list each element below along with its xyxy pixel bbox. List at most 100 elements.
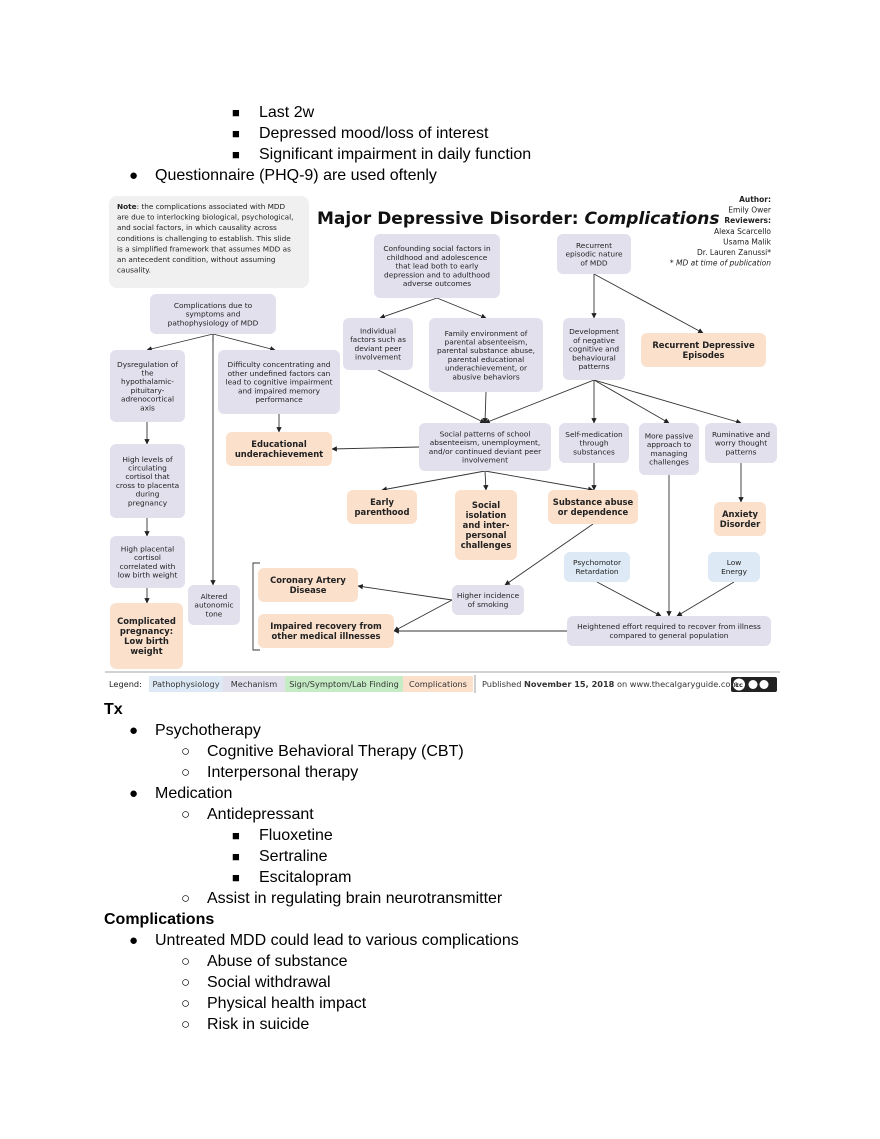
- arrow: [377, 369, 486, 424]
- cc-circle: [733, 678, 745, 691]
- list-item: Untreated MDD could lead to various comp…: [155, 932, 519, 949]
- arrow: [436, 297, 487, 319]
- circle-bullet-icon: ○: [181, 974, 191, 991]
- square-bullet-icon: ■: [232, 147, 240, 162]
- circle-bullet-icon: ○: [181, 764, 191, 781]
- legend-item: Complications: [409, 679, 467, 689]
- social_patterns-node: [419, 423, 551, 471]
- list-item: Psychotherapy: [155, 722, 261, 739]
- published-text: Published November 15, 2018 on www.theca…: [482, 679, 738, 689]
- psychomotor-node: [564, 552, 630, 582]
- disc-bullet-icon: ●: [129, 785, 139, 802]
- square-bullet-icon: ■: [232, 849, 240, 864]
- circle-bullet-icon: ○: [181, 995, 191, 1012]
- list-item: Last 2w: [259, 104, 315, 121]
- difficulty-node: [218, 350, 340, 414]
- placental-node: [110, 536, 185, 588]
- arrow: [212, 333, 276, 352]
- arrow: [483, 470, 489, 491]
- arrow: [357, 584, 453, 601]
- arrow: [331, 446, 420, 452]
- impaired-node: [258, 614, 394, 648]
- self_med-node: [559, 423, 629, 463]
- list-item: Significant impairment in daily function: [259, 146, 532, 163]
- arrow: [504, 523, 594, 586]
- cad-node: [258, 568, 358, 602]
- anxiety-node: [714, 502, 766, 536]
- disc-bullet-icon: ●: [129, 932, 139, 949]
- cc-badge-dot: [748, 680, 758, 689]
- list-item: Antidepressant: [207, 806, 314, 823]
- list-item: Sertraline: [259, 848, 328, 865]
- arrow: [484, 470, 594, 492]
- low_energy-node: [708, 552, 760, 582]
- arrow: [593, 379, 670, 424]
- legend-item: Pathophysiology: [152, 679, 219, 689]
- smoking-node: [452, 585, 524, 615]
- arrow: [676, 581, 735, 617]
- complications-node: [150, 294, 276, 334]
- development-node: [563, 318, 625, 380]
- circle-bullet-icon: ○: [181, 743, 191, 760]
- pregnancy-node: [110, 603, 183, 669]
- arrow: [393, 599, 453, 632]
- note-box: [109, 196, 309, 288]
- isolation-node: [455, 490, 517, 560]
- arrow: [593, 379, 742, 425]
- early_parent-node: [347, 490, 417, 524]
- passive-node: [639, 423, 699, 475]
- list-item: Depressed mood/loss of interest: [259, 125, 489, 142]
- effort-node: [567, 616, 771, 646]
- confounding-node: [374, 234, 500, 298]
- arrow: [484, 379, 595, 424]
- recurrent_nature-node: [557, 234, 631, 274]
- circle-bullet-icon: ○: [181, 1016, 191, 1033]
- square-bullet-icon: ■: [232, 126, 240, 141]
- square-bullet-icon: ■: [232, 870, 240, 885]
- legend-item: Sign/Symptom/Lab Finding: [289, 679, 399, 689]
- disc-bullet-icon: ●: [129, 167, 139, 184]
- arrow: [379, 297, 438, 319]
- square-bullet-icon: ■: [232, 828, 240, 843]
- list-item: Cognitive Behavioral Therapy (CBT): [207, 743, 464, 760]
- list-item: Abuse of substance: [207, 953, 348, 970]
- list-item: Escitalopram: [259, 869, 352, 886]
- cc-text: cc: [735, 681, 743, 689]
- legend-label: Legend:: [109, 679, 142, 689]
- legend-swatch: [285, 676, 403, 692]
- list-item: Risk in suicide: [207, 1016, 310, 1033]
- list-item: Fluoxetine: [259, 827, 333, 844]
- effort-label: Heightened effort required to recover fr…: [577, 622, 761, 640]
- list-item: Physical health impact: [207, 995, 367, 1012]
- ruminative-node: [705, 423, 777, 463]
- list-item: Medication: [155, 785, 233, 802]
- square-bullet-icon: ■: [232, 105, 240, 120]
- arrow: [381, 470, 486, 492]
- figure-title: Major Depressive Disorder: Complications: [317, 209, 720, 229]
- circle-bullet-icon: ○: [181, 890, 191, 907]
- legend-swatch: [223, 676, 285, 692]
- circle-bullet-icon: ○: [181, 806, 191, 823]
